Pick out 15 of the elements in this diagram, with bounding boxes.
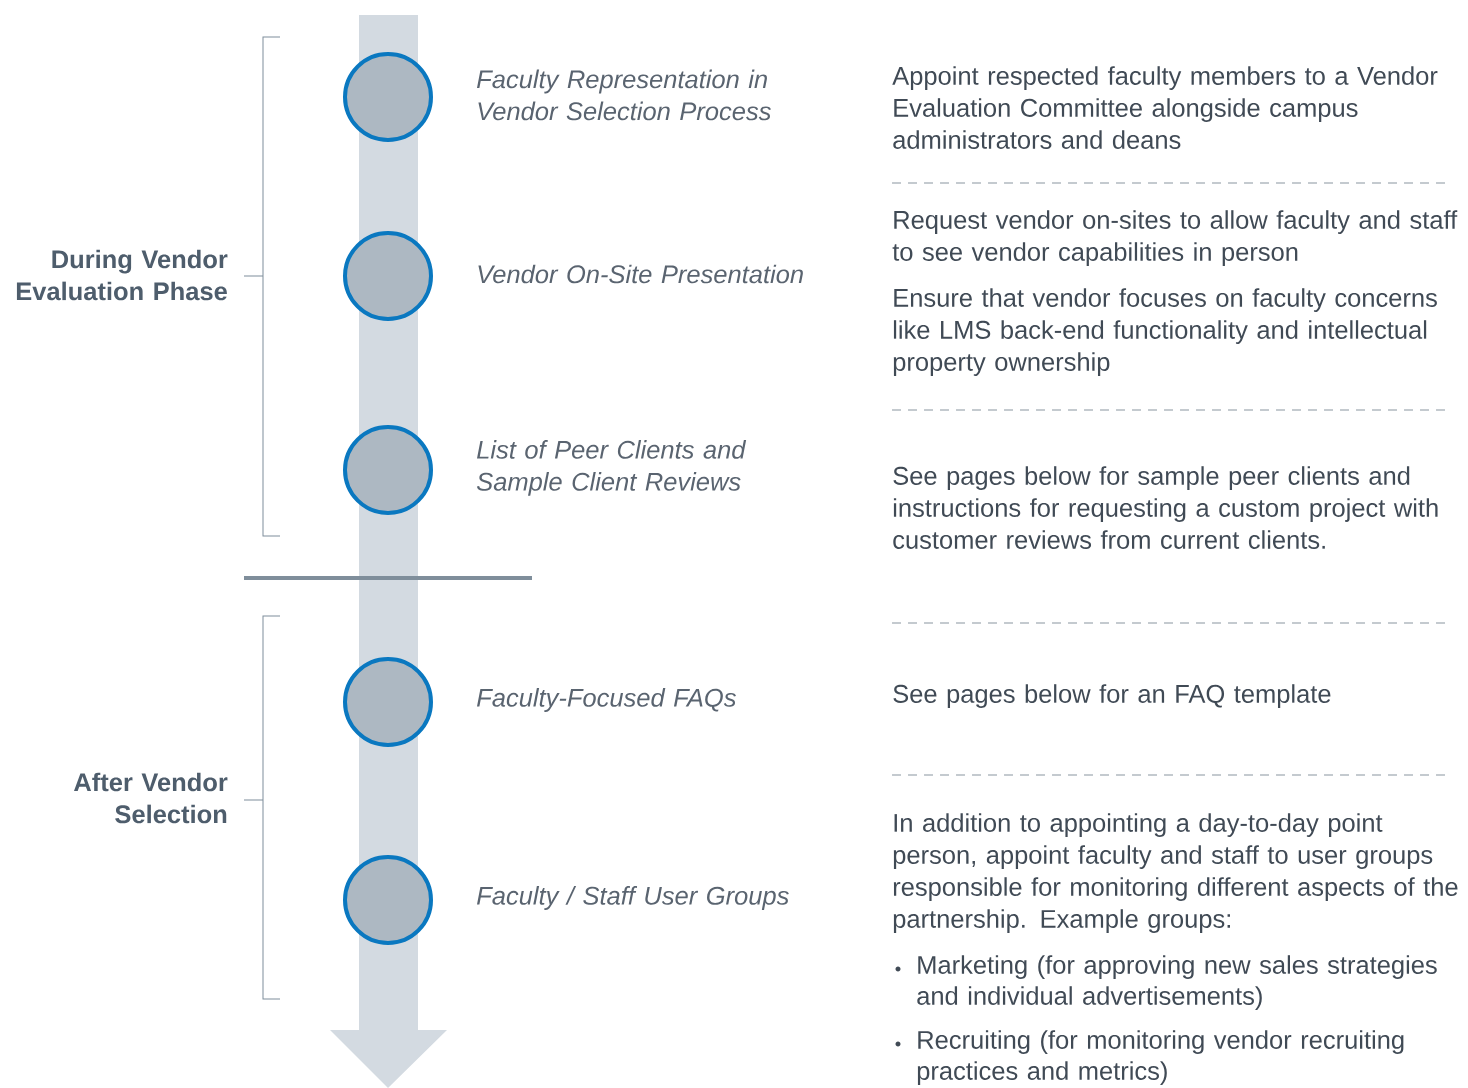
description-text: Ensure that vendor focuses on faculty concerns like LMS back-end functionality and intellectual property ownership [893, 288, 1437, 376]
description-text: See pages below for sample peer clients and instructions for requesting a custom project with customer reviews from current clients. [893, 466, 1438, 549]
step-title: List of Peer Clients and Sample Client Reviews [476, 440, 747, 496]
description-text: Appoint respected faculty members to a Vendor Evaluation Committee alongside campus administrators and deans [892, 66, 1438, 149]
description-text: Request vendor on-sites to allow faculty and staff to see vendor capabilities in person [892, 210, 1458, 266]
step-title: Vendor On-Site Presentation [478, 264, 803, 284]
bullet-text: Recruiting (for monitoring vendor recruiting practices and metrics) [917, 1030, 1404, 1085]
step-title: Faculty-Focused FAQs [477, 688, 736, 712]
bullet-text: Marketing (for approving new sales strategies and individual advertisements) [917, 955, 1437, 1010]
step-title: Faculty Representation in Vendor Selection Process [477, 69, 771, 121]
description-text: In addition to appointing a day-to-day point person, appoint faculty and staff to user groups responsible for monitoring different aspects of the partnership. Example groups: [893, 813, 1458, 933]
phase-label: During Vendor Evaluation Phase [16, 249, 228, 301]
phase-label: After Vendor Selection [74, 772, 228, 824]
description-text: See pages below for an FAQ template [893, 684, 1331, 708]
step-title: Faculty / Staff User Groups [477, 886, 789, 910]
